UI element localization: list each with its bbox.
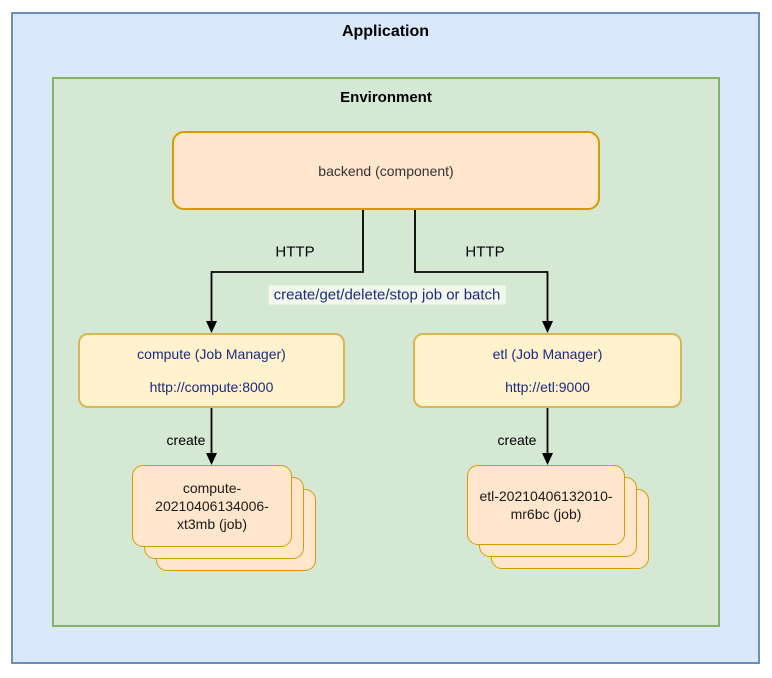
arrowhead-compute-job (206, 453, 217, 465)
node-etl-job: etl-20210406132010-mr6bc (job) (467, 465, 625, 545)
environment-group: Environment backend (component) (52, 77, 720, 627)
node-etl-job-stack: etl-20210406132010-mr6bc (job) (467, 465, 649, 569)
node-compute-job: compute-20210406134006-xt3mb (job) (132, 465, 292, 547)
edge-label-shared-operations: create/get/delete/stop job or batch (268, 285, 506, 305)
application-group: Application Environment backend (co (11, 12, 760, 664)
node-etl-title: etl (Job Manager) (492, 346, 603, 362)
node-compute-title: compute (Job Manager) (137, 346, 286, 362)
node-etl-job-label: etl-20210406132010-mr6bc (job) (479, 488, 613, 522)
node-compute-job-stack: compute-20210406134006-xt3mb (job) (132, 465, 316, 571)
node-compute-url: http://compute:8000 (149, 379, 274, 395)
node-backend-label: backend (component) (318, 162, 454, 179)
node-backend: backend (component) (172, 131, 600, 210)
node-compute-job-manager: compute (Job Manager) http://compute:800… (78, 333, 345, 408)
node-etl-job-manager: etl (Job Manager) http://etl:9000 (413, 333, 682, 408)
node-compute-job-label: compute-20210406134006-xt3mb (job) (155, 480, 269, 532)
edge-label-http-left: HTTP (275, 243, 315, 261)
arrowhead-compute (206, 321, 217, 333)
edge-label-create-left: create (166, 432, 206, 448)
application-title: Application (341, 23, 430, 40)
arrowhead-etl-job (542, 453, 553, 465)
edge-label-http-right: HTTP (465, 243, 505, 261)
arrowhead-etl (542, 321, 553, 333)
environment-title: Environment (340, 89, 432, 106)
node-etl-url: http://etl:9000 (505, 379, 590, 395)
edge-label-create-right: create (497, 432, 537, 448)
